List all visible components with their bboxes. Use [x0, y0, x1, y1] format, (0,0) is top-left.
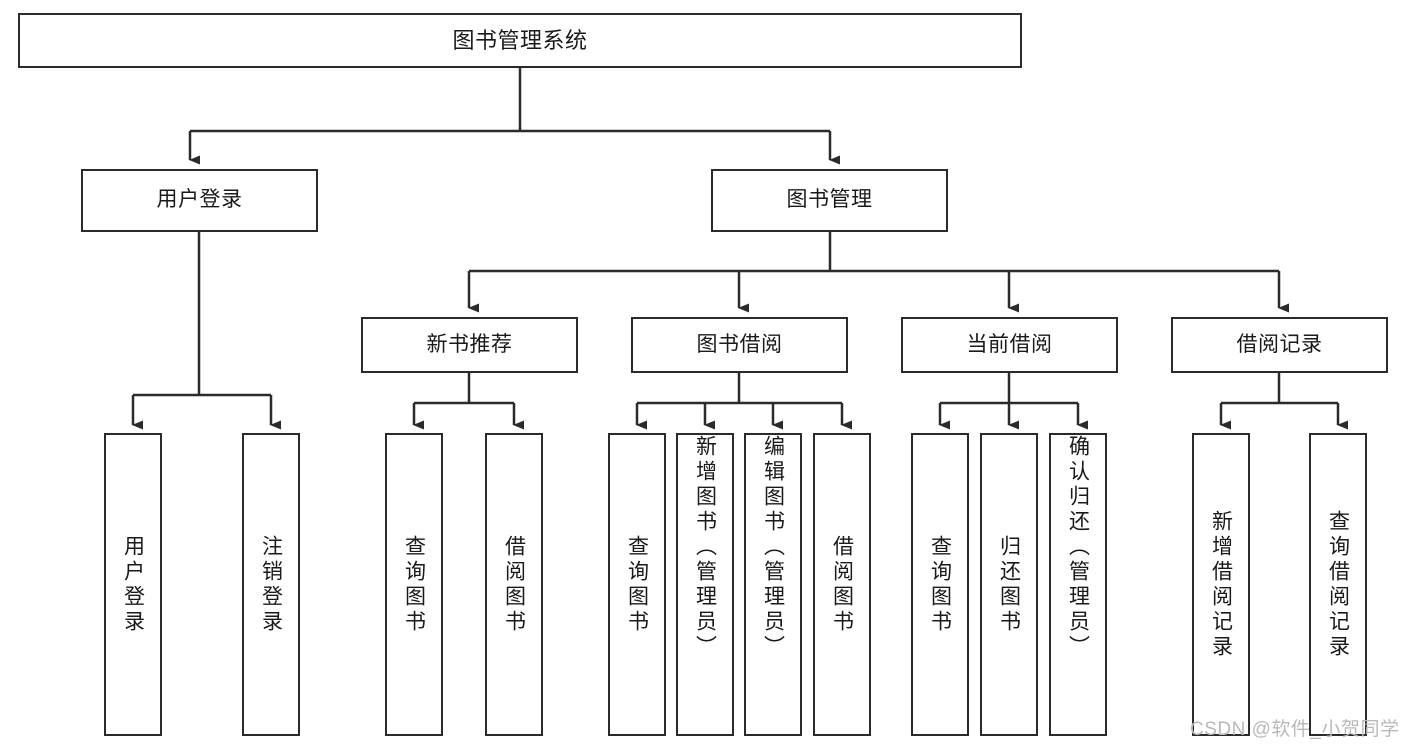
node-root-system[interactable]: 图书管理系统	[18, 13, 1022, 68]
leaf-node-query-book-borrow[interactable]: 查询图书	[608, 433, 666, 736]
node-book-manage[interactable]: 图书管理	[711, 169, 948, 232]
node-user-login[interactable]: 用户登录	[81, 169, 318, 232]
leaf-node-borrow-book-rec[interactable]: 借阅图书	[485, 433, 543, 736]
node-borrow-record-label: 借阅记录	[1236, 332, 1323, 356]
leaf-node-edit-book-label: 编辑图书（管理员）	[761, 435, 785, 660]
leaf-node-return-book-label: 归还图书	[997, 534, 1021, 635]
leaf-node-confirm-return[interactable]: 确认归还（管理员）	[1049, 433, 1107, 736]
leaf-node-logout[interactable]: 注销登录	[242, 433, 300, 736]
leaf-node-query-book-current[interactable]: 查询图书	[911, 433, 969, 736]
leaf-node-borrow-book-rec-label: 借阅图书	[502, 534, 526, 635]
node-book-manage-label: 图书管理	[786, 188, 873, 212]
node-current-borrow-label: 当前借阅	[966, 332, 1053, 356]
node-root-system-label: 图书管理系统	[452, 27, 588, 53]
leaf-node-borrow-book-label: 借阅图书	[830, 534, 854, 635]
node-book-borrow-label: 图书借阅	[696, 332, 783, 356]
leaf-node-add-book-label: 新增图书（管理员）	[693, 435, 717, 660]
node-new-book-recommend[interactable]: 新书推荐	[361, 317, 578, 373]
node-user-login-label: 用户登录	[156, 188, 243, 212]
leaf-node-add-borrow-record[interactable]: 新增借阅记录	[1192, 433, 1250, 736]
leaf-node-query-borrow-record-label: 查询借阅记录	[1326, 509, 1350, 660]
leaf-node-edit-book[interactable]: 编辑图书（管理员）	[744, 433, 802, 736]
leaf-node-query-book-current-label: 查询图书	[928, 534, 952, 635]
leaf-node-query-book-borrow-label: 查询图书	[625, 534, 649, 635]
leaf-node-user-login-label: 用户登录	[121, 534, 145, 635]
leaf-node-add-book[interactable]: 新增图书（管理员）	[676, 433, 734, 736]
leaf-node-confirm-return-label: 确认归还（管理员）	[1066, 435, 1090, 660]
node-book-borrow[interactable]: 图书借阅	[631, 317, 848, 373]
leaf-node-query-book-rec[interactable]: 查询图书	[385, 433, 443, 736]
leaf-node-logout-label: 注销登录	[259, 534, 283, 635]
leaf-node-return-book[interactable]: 归还图书	[980, 433, 1038, 736]
leaf-node-add-borrow-record-label: 新增借阅记录	[1209, 509, 1233, 660]
leaf-node-borrow-book[interactable]: 借阅图书	[813, 433, 871, 736]
node-current-borrow[interactable]: 当前借阅	[901, 317, 1118, 373]
leaf-node-query-book-rec-label: 查询图书	[402, 534, 426, 635]
leaf-node-user-login[interactable]: 用户登录	[104, 433, 162, 736]
node-borrow-record[interactable]: 借阅记录	[1171, 317, 1388, 373]
leaf-node-query-borrow-record[interactable]: 查询借阅记录	[1309, 433, 1367, 736]
node-new-book-recommend-label: 新书推荐	[426, 332, 513, 356]
